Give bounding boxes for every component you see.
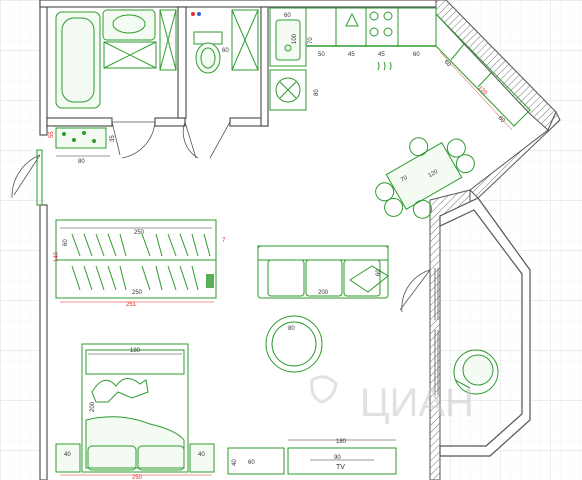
label-table-70: 70 bbox=[400, 175, 409, 184]
label-sink-60: 60 bbox=[284, 13, 291, 19]
label-entry-80: 80 bbox=[78, 159, 85, 165]
tap-cold bbox=[197, 12, 201, 16]
label-red-251: 251 bbox=[126, 302, 137, 308]
label-bed-200: 200 bbox=[90, 401, 96, 412]
label-unit-60: 60 bbox=[248, 460, 255, 466]
label-table-120: 120 bbox=[427, 169, 439, 180]
toilet-bowl bbox=[195, 42, 221, 74]
label-tv: TV bbox=[336, 464, 345, 471]
watermark: ЦИАН bbox=[310, 375, 474, 425]
label-red-140: 140 bbox=[54, 251, 60, 262]
watermark-text: ЦИАН bbox=[360, 381, 474, 425]
label-kitchen-60: 60 bbox=[413, 52, 420, 58]
balcony-armchair bbox=[453, 349, 499, 395]
shelf-end-right bbox=[206, 274, 214, 288]
toilet-room bbox=[191, 9, 259, 74]
label-diag-60a: 60 bbox=[443, 59, 452, 68]
nightstand-left bbox=[55, 443, 81, 473]
coffee-table: 80 bbox=[265, 315, 323, 373]
label-kitchen-50: 50 bbox=[318, 52, 325, 58]
kitchen: 60 100 70 80 50 45 45 60 120 bbox=[269, 7, 531, 131]
bathtub bbox=[55, 11, 101, 109]
label-table-80: 80 bbox=[288, 326, 295, 332]
stove bbox=[369, 11, 393, 37]
label-kitchen-45b: 45 bbox=[378, 52, 385, 58]
bedroom-area: 180 200 40 40 250 bbox=[55, 343, 215, 480]
entry-shoe-shelf: 35 55 80 bbox=[49, 127, 116, 165]
dining-area: 70 120 bbox=[375, 137, 475, 219]
kitchen-counter-diagonal bbox=[435, 12, 531, 127]
shelving-unit: 250 250 60 140 7 251 bbox=[54, 219, 226, 308]
label-tv-90: 90 bbox=[334, 455, 341, 461]
shelf-dividers bbox=[71, 233, 211, 291]
label-diag-60b: 60 bbox=[497, 115, 506, 124]
label-sofa-200: 200 bbox=[318, 290, 329, 296]
sofa: 200 60 bbox=[257, 245, 389, 299]
label-shelf-35: 35 bbox=[110, 135, 116, 142]
bathroom: 60 bbox=[55, 9, 229, 109]
dining-table bbox=[385, 141, 463, 211]
tv-stand bbox=[287, 447, 397, 475]
bed-blanket bbox=[85, 416, 185, 469]
washing-machine bbox=[269, 69, 307, 111]
label-shelf-250-top: 250 bbox=[134, 230, 145, 236]
bath-label-60: 60 bbox=[222, 48, 229, 54]
label-tv-180: 180 bbox=[336, 439, 347, 445]
label-red-bottom-250: 250 bbox=[132, 475, 143, 480]
label-shelf-60: 60 bbox=[63, 239, 69, 246]
low-cabinet bbox=[227, 447, 285, 475]
label-night-left: 40 bbox=[64, 452, 71, 458]
label-diag-red: 120 bbox=[477, 85, 489, 97]
label-sofa-60: 60 bbox=[376, 269, 382, 276]
label-red-7: 7 bbox=[222, 238, 226, 244]
tv-area: 40 60 180 90 TV bbox=[227, 439, 397, 475]
label-kitchen-80: 80 bbox=[314, 89, 320, 96]
doors bbox=[11, 121, 431, 313]
bed bbox=[81, 343, 189, 473]
label-sink-100: 100 bbox=[292, 33, 298, 44]
label-night-right: 40 bbox=[198, 452, 205, 458]
label-sink-70: 70 bbox=[308, 37, 314, 44]
label-entry-red: 55 bbox=[49, 131, 55, 138]
bathroom-sink bbox=[102, 9, 156, 41]
label-kitchen-45a: 45 bbox=[348, 52, 355, 58]
nightstand-right bbox=[189, 443, 215, 473]
label-bed-180: 180 bbox=[130, 348, 141, 354]
label-unit-40: 40 bbox=[232, 459, 238, 466]
tap-hot bbox=[191, 12, 195, 16]
label-shelf-250-bottom: 250 bbox=[132, 290, 143, 296]
